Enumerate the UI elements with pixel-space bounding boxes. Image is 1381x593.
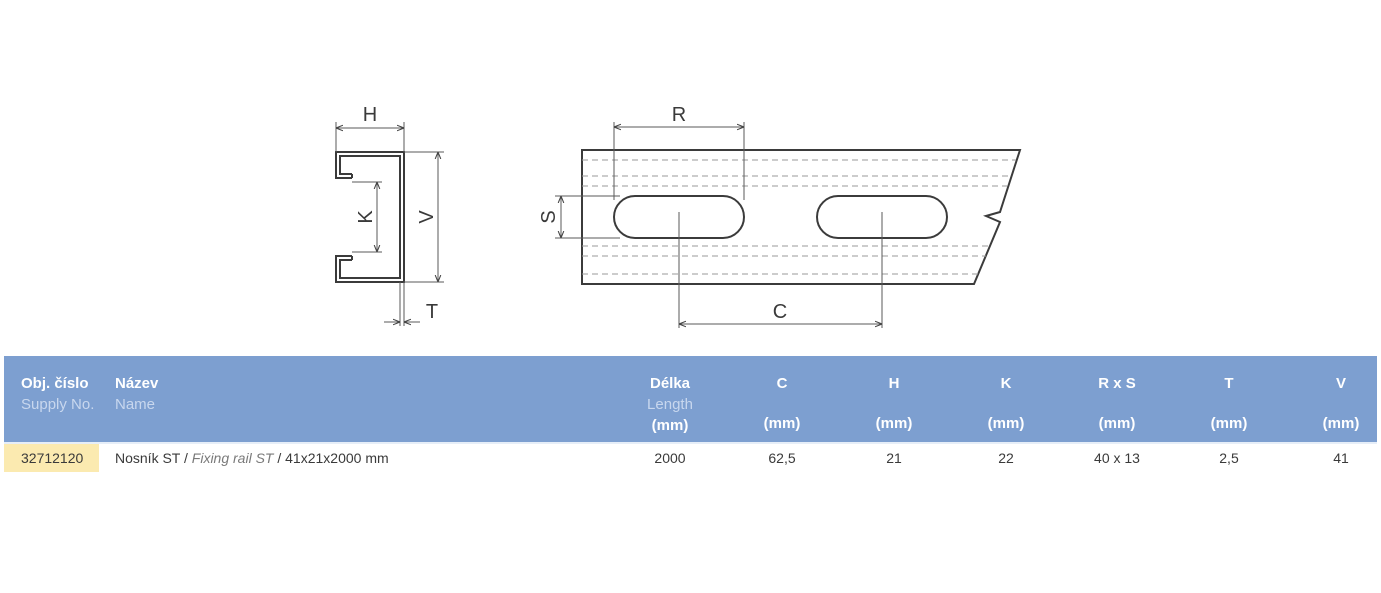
- dim-label-k: K: [355, 210, 377, 224]
- rxs-cell: 40 x 13: [1094, 450, 1140, 466]
- dim-label-c: C: [773, 301, 787, 323]
- dim-label-v: V: [416, 210, 438, 224]
- table-header: Obj. číslo Supply No. Název Name Délka L…: [4, 356, 1377, 444]
- table-row: 32712120 Nosník ST / Fixing rail ST / 41…: [4, 444, 1377, 472]
- header-c: C: [776, 375, 788, 392]
- header-v: V: [1335, 375, 1346, 392]
- technical-drawing: H K V T R S: [335, 104, 1022, 328]
- rail-side-view: R S C: [538, 104, 1022, 328]
- product-name-cell: Nosník ST / Fixing rail ST / 41x21x2000 …: [115, 450, 389, 466]
- t-cell: 2,5: [1219, 450, 1239, 466]
- dim-label-r: R: [672, 104, 686, 126]
- dim-label-t: T: [426, 301, 438, 323]
- header-t: T: [1224, 375, 1234, 392]
- header-length: Délka Length (mm): [647, 375, 693, 434]
- header-rxs: R x S: [1098, 375, 1136, 392]
- profile-cross-section: H K V T: [335, 104, 444, 326]
- dim-label-h: H: [363, 104, 377, 126]
- k-cell: 22: [998, 450, 1014, 466]
- header-v-unit: (mm): [1322, 415, 1360, 432]
- header-h: H: [888, 375, 900, 392]
- dim-label-s: S: [538, 210, 560, 223]
- header-c-unit: (mm): [763, 415, 801, 432]
- length-cell: 2000: [654, 450, 686, 466]
- header-h-unit: (mm): [875, 415, 913, 432]
- header-k-unit: (mm): [987, 415, 1025, 432]
- header-t-unit: (mm): [1210, 415, 1248, 432]
- c-cell: 62,5: [768, 450, 796, 466]
- spec-table: Obj. číslo Supply No. Název Name Délka L…: [4, 356, 1377, 472]
- header-rxs-unit: (mm): [1098, 415, 1136, 432]
- supply-no-cell: 32712120: [4, 444, 99, 472]
- v-cell: 41: [1333, 450, 1349, 466]
- header-supply-no: Obj. číslo Supply No.: [21, 375, 95, 413]
- h-cell: 21: [886, 450, 902, 466]
- header-name: Název Name: [115, 375, 159, 413]
- header-k: K: [1000, 375, 1012, 392]
